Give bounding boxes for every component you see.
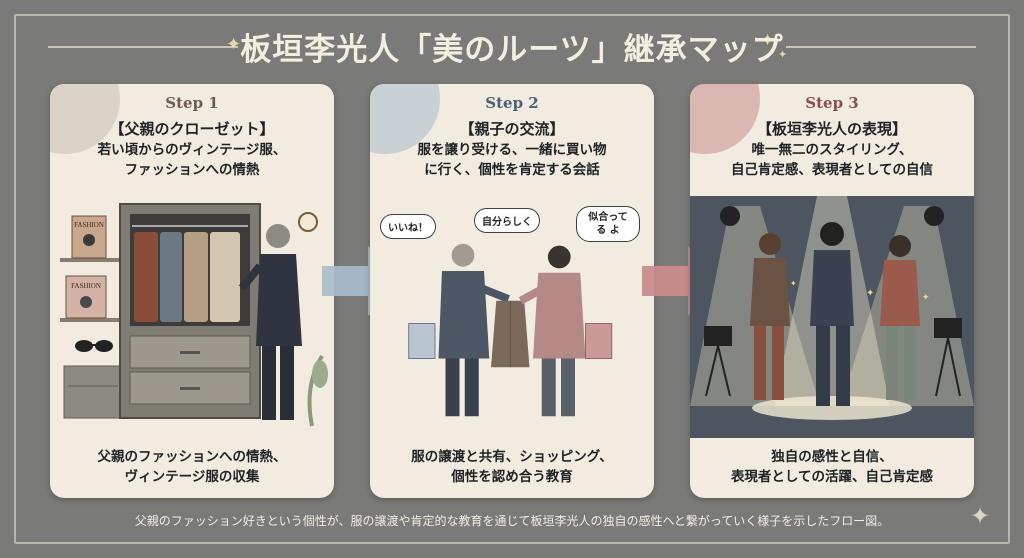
speech-bubble: 自分らしく (474, 208, 540, 233)
title-rule-right (786, 46, 976, 48)
desc-line: 自己肯定感、表現者としての自信 (730, 161, 934, 178)
step-heading: 【親子の交流】 (459, 120, 565, 138)
magazine-label: FASHION (74, 221, 104, 229)
desc-line: 唯一無二のスタイリング、 (751, 142, 913, 158)
step-footer: 父親のファッションへの情熱、 ヴィンテージ服の収集 (58, 448, 326, 487)
sparkle-icon: ✦ (760, 30, 776, 51)
title-bar: 板垣李光人「美のルーツ」継承マップ (0, 22, 1024, 70)
page-title: 板垣李光人「美のルーツ」継承マップ (240, 31, 784, 68)
foot-line: 独自の感性と自信、 (771, 449, 893, 465)
watch-icon (298, 212, 318, 232)
desc-line: ファッションへの情熱 (124, 161, 260, 178)
spotlight-icon (720, 206, 740, 226)
foot-line: 個性を認め合う教育 (451, 468, 573, 485)
stage-illustration: ✦ ✦ ✦ (690, 196, 974, 438)
step-card-1: Step 1 【父親のクローゼット】 若い頃からのヴィンテージ服、 ファッション… (50, 84, 334, 498)
step-footer: 服の譲渡と共有、ショッピング、 個性を認め合う教育 (378, 448, 646, 487)
sparkle-icon: ✦ (866, 288, 874, 299)
step-card-3: Step 3 【板垣李光人の表現】 唯一無二のスタイリング、 自己肯定感、表現者… (690, 84, 974, 498)
step-label: Step 1 (165, 94, 219, 112)
title-rule-left (48, 46, 238, 48)
figure-caption: 父親のファッション好きという個性が、服の譲渡や肯定的な教育を通じて板垣李光人の独… (134, 514, 890, 528)
foot-line: 服の譲渡と共有、ショッピング、 (411, 449, 613, 465)
sparkle-icon: ✦ (790, 279, 797, 288)
step-description: 唯一無二のスタイリング、 自己肯定感、表現者としての自信 (698, 141, 966, 180)
sparkle-icon: ✦ (970, 502, 991, 530)
step-label: Step 3 (805, 94, 859, 112)
step-card-2: Step 2 【親子の交流】 服を譲り受ける、一緒に買い物 に行く、個性を肯定す… (370, 84, 654, 498)
step-heading: 【父親のクローゼット】 (109, 120, 275, 138)
foot-line: ヴィンテージ服の収集 (124, 468, 260, 485)
step-label: Step 2 (485, 94, 539, 112)
speech-bubble: いいね！ (380, 214, 436, 239)
camera-icon (704, 326, 732, 346)
camera-icon (934, 318, 962, 338)
step-footer: 独自の感性と自信、 表現者としての活躍、自己肯定感 (698, 448, 966, 487)
step-description: 若い頃からのヴィンテージ服、 ファッションへの情熱 (58, 141, 326, 180)
desc-line: 服を譲り受ける、一緒に買い物 (417, 142, 607, 158)
sparkle-icon: ✦ (778, 48, 788, 61)
outer-frame (14, 14, 1010, 544)
parent-child-illustration (408, 243, 613, 417)
step-description: 服を譲り受ける、一緒に買い物 に行く、個性を肯定する会話 (378, 141, 646, 180)
step-heading: 【板垣李光人の表現】 (756, 120, 907, 138)
desc-line: に行く、個性を肯定する会話 (424, 161, 600, 178)
sparkle-icon: ✦ (226, 34, 242, 55)
sparkle-icon: ✦ (922, 293, 930, 303)
foot-line: 父親のファッションへの情熱、 (97, 449, 287, 465)
sunglasses-icon (75, 340, 93, 352)
closet-illustration: FASHION FASHION (60, 203, 328, 427)
magazine-label: FASHION (71, 282, 101, 290)
foot-line: 表現者としての活躍、自己肯定感 (730, 468, 934, 485)
spotlight-icon (924, 206, 944, 226)
desc-line: 若い頃からのヴィンテージ服、 (97, 142, 287, 158)
speech-bubble: 似合ってる よ (576, 206, 640, 242)
